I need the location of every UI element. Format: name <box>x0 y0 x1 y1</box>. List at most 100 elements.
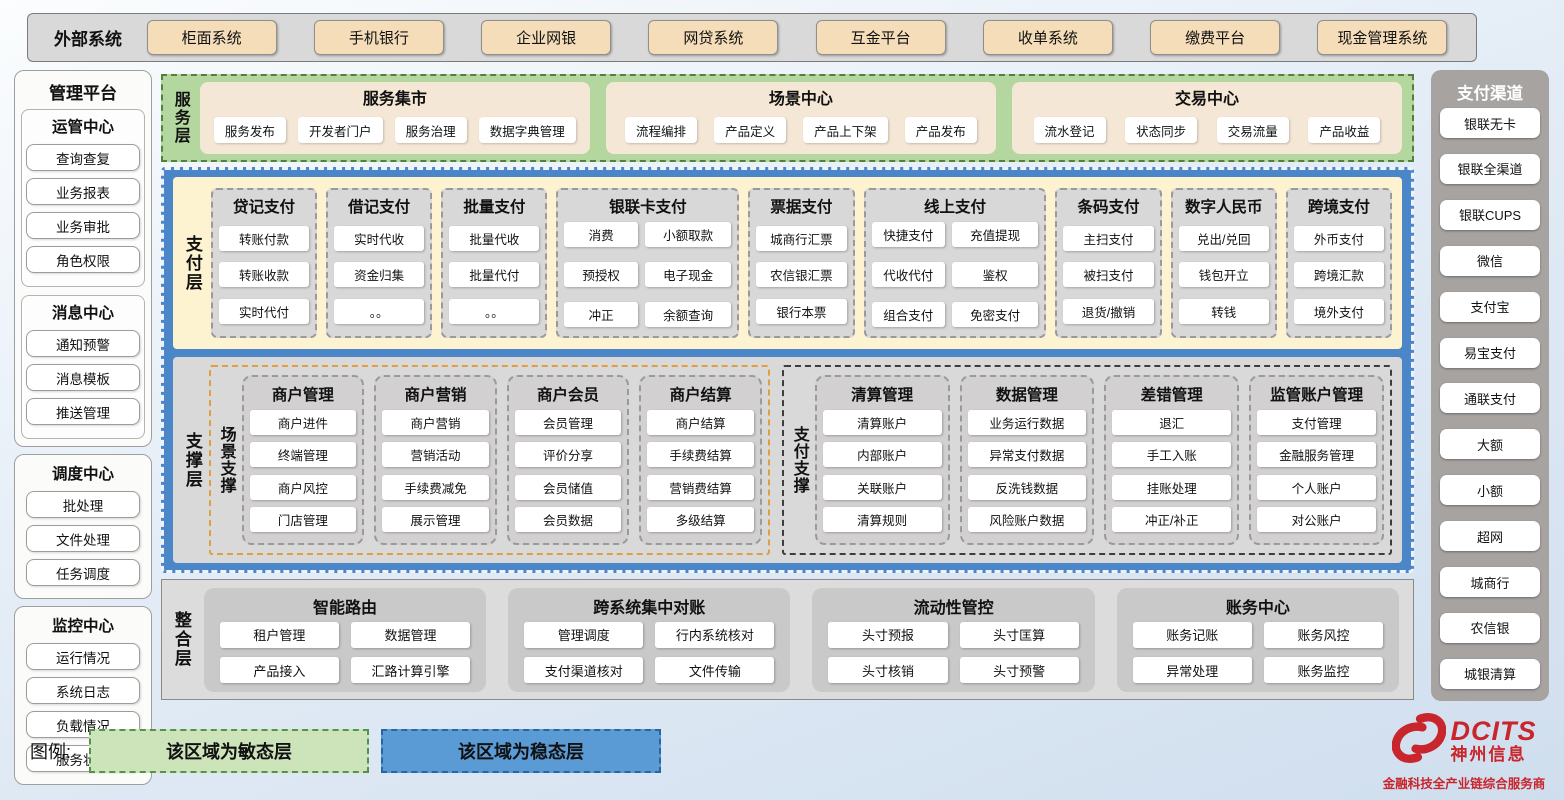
integration-layer: 整合层 智能路由 租户管理 数据管理 产品接入 汇路计算引擎 <box>161 579 1414 700</box>
support-item-node: 业务运行数据 <box>967 409 1087 435</box>
support-item-node: 商户营销 <box>382 409 489 435</box>
payment-category-title: 批量支付 <box>463 199 526 216</box>
service-group-items: 流水登记 状态同步 交易流量 产品收益 <box>1022 109 1392 151</box>
management-group-items: 查询查复 业务报表 业务审批 角色权限 <box>25 144 141 273</box>
management-item-node: 角色权限 <box>26 246 140 273</box>
payment-item-node: 组合支付 <box>871 301 945 327</box>
management-item-node: 运行情况 <box>26 643 140 670</box>
service-item-node: 产品定义 <box>714 117 787 143</box>
integration-item-node: 行内系统核对 <box>655 621 775 648</box>
integration-item-node: 管理调度 <box>524 621 644 648</box>
service-item-node: 流水登记 <box>1033 117 1106 143</box>
service-group: 交易中心 流水登记 状态同步 交易流量 产品收益 <box>1011 82 1402 154</box>
integration-item-node: 异常处理 <box>1132 657 1252 683</box>
payment-item-node: 消费 <box>564 222 638 248</box>
support-category: 商户会员 会员管理 评价分享 会员储值 <box>506 375 630 545</box>
payment-item-node: 余额查询 <box>644 301 732 327</box>
payment-channel-node: 超网 <box>1440 521 1540 552</box>
support-category-title: 商户营销 <box>404 387 467 404</box>
payment-item-node: 转钱 <box>1178 298 1269 324</box>
support-category-title: 商户会员 <box>537 387 600 404</box>
support-item-node: 支付管理 <box>1257 409 1376 435</box>
legend-item: 该区域为稳态层 <box>381 729 662 773</box>
service-item-node: 状态同步 <box>1125 117 1198 143</box>
management-item-node: 批处理 <box>26 491 140 518</box>
integration-item-node: 账务监控 <box>1263 657 1384 683</box>
payment-item-node: 。。 <box>449 298 540 324</box>
integration-group-title: 智能路由 <box>312 599 377 617</box>
payment-item-node: 跨境汇款 <box>1293 262 1385 287</box>
integration-item-node: 头寸匡算 <box>959 621 1079 648</box>
payment-item-node: 实时代付 <box>218 298 310 324</box>
integration-layer-label: 整合层 <box>171 611 191 668</box>
integration-item-node: 账务记账 <box>1132 621 1252 648</box>
payment-item-node: 主扫支付 <box>1063 225 1154 251</box>
service-group-items: 服务发布 开发者门户 服务治理 数据字典管理 <box>210 109 580 151</box>
support-section-label: 支付支撑 <box>790 426 808 494</box>
support-item-node: 营销费结算 <box>647 474 754 500</box>
support-category-title: 清算管理 <box>851 387 914 404</box>
service-group-items: 流程编排 产品定义 产品上下架 产品发布 <box>616 109 986 151</box>
support-item-node: 展示管理 <box>382 507 489 533</box>
integration-item-node: 租户管理 <box>219 621 339 648</box>
external-system-node: 互金平台 <box>815 20 946 55</box>
stable-layer-container: 支付层 贷记支付 转账付款 转账收款 实时代付 <box>161 167 1414 573</box>
payment-item-node: 代收代付 <box>871 261 945 287</box>
external-system-node: 现金管理系统 <box>1317 20 1448 55</box>
management-group-items: 通知预警 消息模板 推送管理 <box>25 330 141 425</box>
support-layer: 支撑层 场景支撑 商户管理 <box>173 357 1402 563</box>
integration-group-items: 管理调度 行内系统核对 支付渠道核对 文件传输 <box>524 621 775 684</box>
integration-item-node: 头寸核销 <box>828 657 948 683</box>
support-category-items: 支付管理 金融服务管理 个人账户 对公账户 <box>1257 407 1376 535</box>
payment-item-node: 资金归集 <box>334 262 425 287</box>
integration-item-node: 头寸预警 <box>959 657 1079 683</box>
payment-item-node: 退货/撤销 <box>1063 298 1154 324</box>
external-system-node: 手机银行 <box>313 20 444 55</box>
payment-channel-node: 银联全渠道 <box>1440 153 1540 184</box>
management-item-node: 查询查复 <box>26 144 140 171</box>
service-group-title: 场景中心 <box>768 91 833 108</box>
service-group-title: 服务集市 <box>362 91 427 108</box>
payment-item-node: 批量代收 <box>449 225 540 251</box>
support-section: 支付支撑 清算管理 清算账户 <box>781 365 1392 555</box>
management-item-node: 业务审批 <box>26 212 140 239</box>
support-item-node: 风险账户数据 <box>967 507 1087 533</box>
integration-group: 智能路由 租户管理 数据管理 产品接入 汇路计算引擎 <box>203 587 487 692</box>
payment-category: 借记支付 实时代收 资金归集 。。 <box>326 188 433 338</box>
service-group: 场景中心 流程编排 产品定义 产品上下架 产品发布 <box>605 82 996 154</box>
support-item-node: 会员储值 <box>514 474 622 500</box>
support-item-node: 对公账户 <box>1257 507 1376 533</box>
legend-label: 图例: <box>30 742 72 762</box>
payment-item-node: 预授权 <box>564 261 638 287</box>
payment-item-node: 鉴权 <box>951 261 1039 287</box>
integration-group-title: 跨系统集中对账 <box>593 599 706 617</box>
payment-channel-node: 支付宝 <box>1440 291 1540 322</box>
management-platform-box: 管理平台 运管中心 查询查复 业务报表 业务审批 <box>14 70 152 447</box>
support-section-label: 场景支撑 <box>217 426 235 494</box>
support-item-node: 清算账户 <box>822 409 942 435</box>
support-category-title: 监管账户管理 <box>1270 387 1364 404</box>
dcits-logo: DCITS 神州信息 金融科技全产业链综合服务商 <box>1368 711 1560 792</box>
payment-category-items: 快捷支付 充值提现 代收代付 鉴权 组合支付 免密支付 <box>871 219 1039 330</box>
management-item-node: 系统日志 <box>26 677 140 704</box>
payment-item-node: 被扫支付 <box>1063 262 1154 287</box>
payment-item-node: 转账收款 <box>218 262 310 287</box>
support-item-node: 会员数据 <box>514 507 622 533</box>
management-platform-panel: 管理平台 运管中心 查询查复 业务报表 业务审批 <box>14 70 152 785</box>
payment-channel-node: 通联支付 <box>1440 383 1540 414</box>
integration-item-node: 文件传输 <box>655 657 775 683</box>
integration-group-title: 账务中心 <box>1225 599 1290 617</box>
payment-category-title: 贷记支付 <box>232 199 295 216</box>
support-category: 商户营销 商户营销 营销活动 手续费减免 <box>374 375 497 545</box>
payment-layer-label: 支付层 <box>182 234 202 292</box>
support-category: 差错管理 退汇 手工入账 挂账处理 <box>1104 375 1240 545</box>
payment-columns: 贷记支付 转账付款 转账收款 实时代付 借记支 <box>210 188 1393 338</box>
payment-item-node: 批量代付 <box>449 262 540 287</box>
payment-channel-node: 微信 <box>1440 245 1540 276</box>
dcits-swirl-icon <box>1391 711 1446 770</box>
integration-item-node: 产品接入 <box>219 657 339 683</box>
support-category-items: 退汇 手工入账 挂账处理 冲正/补正 <box>1112 407 1232 535</box>
support-category-title: 商户管理 <box>271 387 334 404</box>
management-item-node: 文件处理 <box>26 525 140 552</box>
support-category-items: 业务运行数据 异常支付数据 反洗钱数据 风险账户数据 <box>967 407 1087 535</box>
